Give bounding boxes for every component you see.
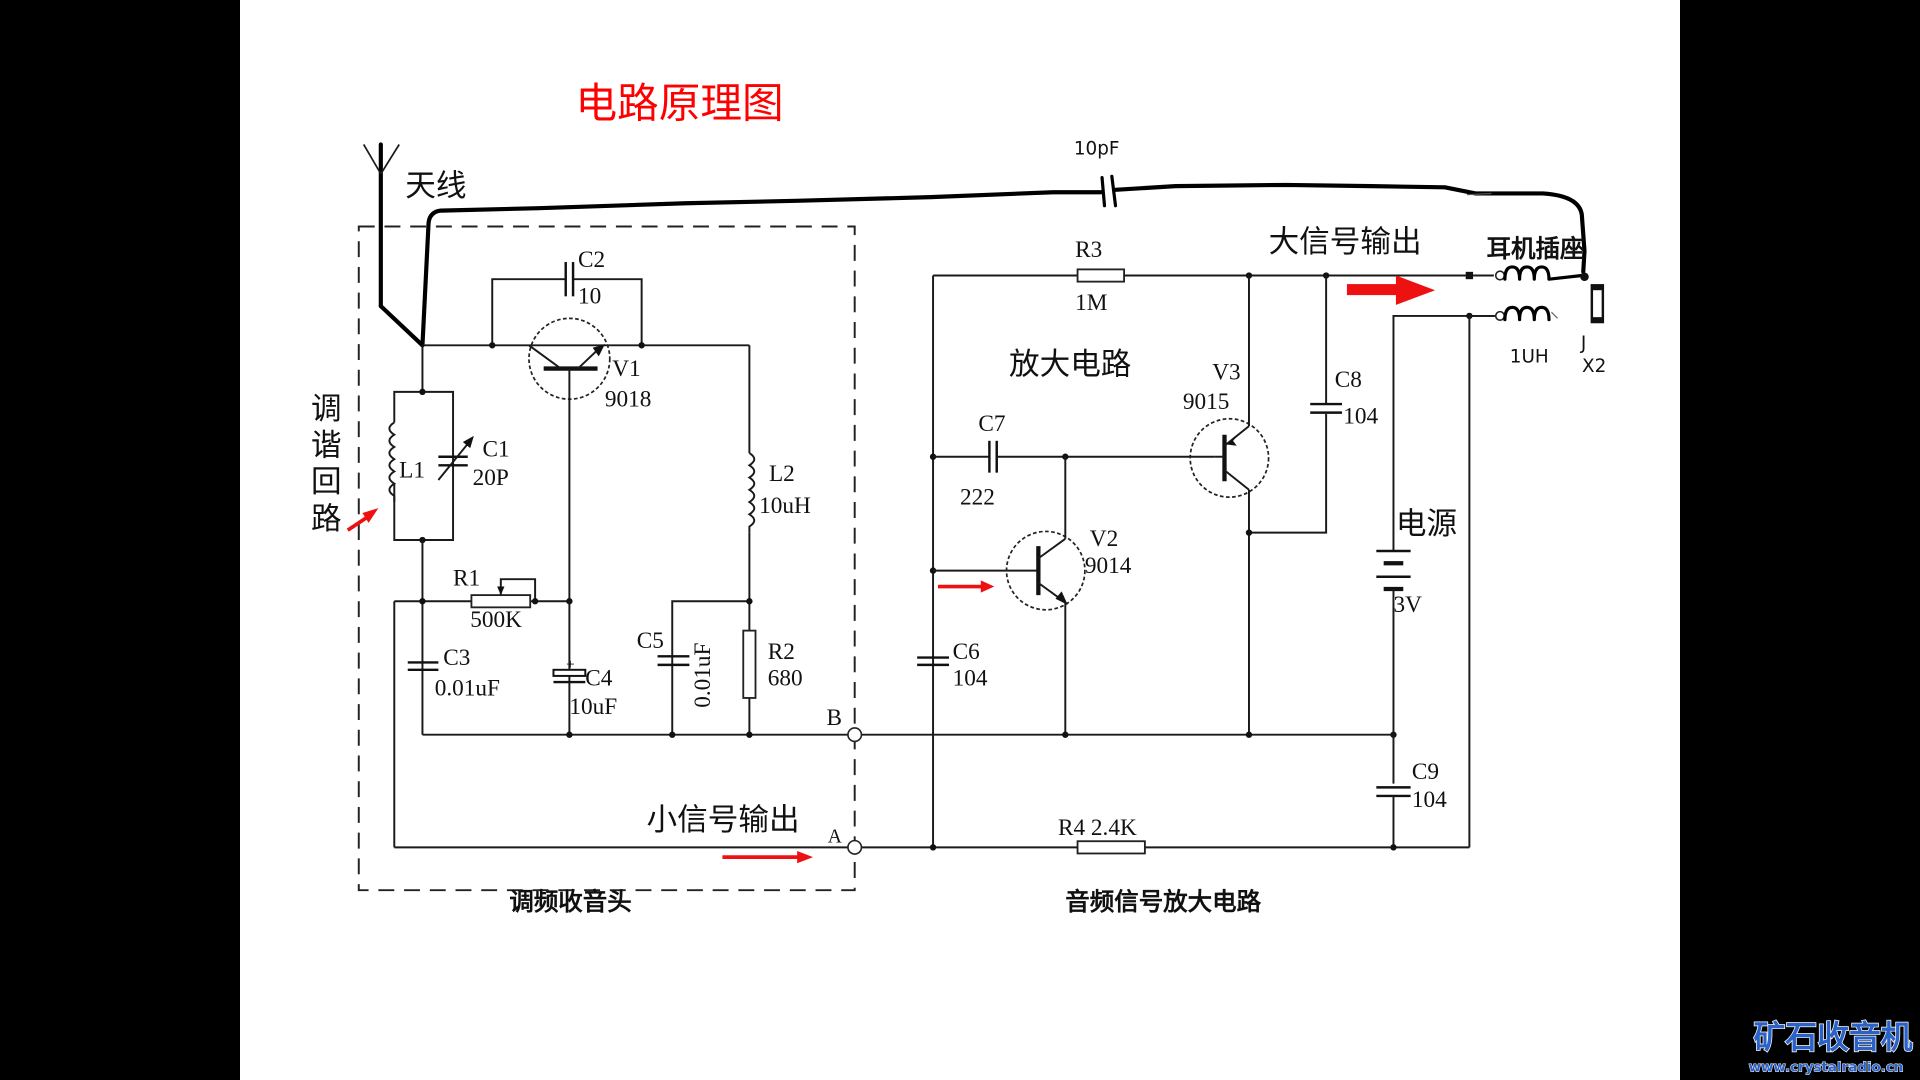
small-signal-arrow [722,851,814,864]
c2-name: C2 [578,247,605,273]
jack-ref: X2 [1582,356,1606,377]
terminal-a-label: A [828,826,842,847]
jack-node [1465,271,1474,280]
terminal-b-label: B [827,705,843,731]
potentiometer-r1 [470,578,537,609]
tuning-loop-char-1: 调 [311,392,342,427]
inductor-bottom-tail [1550,311,1558,319]
svg-text:+: + [566,657,575,670]
c2-wire-right [573,278,643,346]
inductor-bottom-icon [1503,305,1551,322]
r1-value: 500K [470,607,522,633]
c5-wire [671,600,750,735]
capacitor-c4: + [552,657,587,684]
r2-value: 680 [768,666,803,692]
c5-value: 0.01uF [690,642,716,707]
r3-value: 1M [1075,290,1107,316]
amp-circuit-label: 放大电路 [1009,348,1131,383]
tuning-loop-char-4: 路 [311,502,342,537]
c6-value: 104 [953,666,988,692]
v2-value: 9014 [1085,553,1132,579]
jack-terminal-top [1494,270,1506,281]
c2-value: 10 [578,284,601,310]
v3-name: V3 [1212,360,1240,386]
capacitor-c5 [657,655,690,667]
antenna-icon [362,142,425,348]
capacitor-c3 [407,661,439,672]
tuning-loop-char-2: 谐 [311,429,342,464]
c8-name: C8 [1335,367,1362,393]
stray-mark [1466,192,1492,196]
terminal-a [847,839,863,855]
feedback-capacitor [1100,174,1118,208]
transistor-v2 [1005,530,1086,611]
feedback-capacitor-value: 10pF [1074,138,1120,159]
tuning-loop-arrow [346,508,379,532]
jack-terminal-bottom [1494,310,1506,321]
c4-value: 10uF [569,694,617,720]
terminal-b [847,727,863,743]
c3-value: 0.01uF [435,676,500,702]
v2-name: V2 [1090,526,1118,552]
capacitor-c6 [917,656,949,667]
watermark-url: www.crystalradio.cn [1749,1060,1904,1075]
transistor-v1 [528,317,611,602]
headphone-jack-label: 耳机插座 [1487,234,1585,263]
tuner-section-label: 调频收音头 [509,887,631,916]
amplifier-section-label: 音频信号放大电路 [1065,887,1261,916]
c3-name: C3 [443,645,470,671]
c1-value: 20P [473,465,509,491]
resistor-r4 [1076,840,1146,855]
transistor-v3 [1189,417,1270,498]
c6-name: C6 [953,639,980,665]
large-signal-output-label: 大信号输出 [1269,225,1422,260]
v3-value: 9015 [1183,389,1229,415]
inductor-l2 [747,452,756,533]
headphone-jack-icon [1590,284,1605,324]
r4-label: R4 2.4K [1058,815,1137,841]
antenna-label: 天线 [405,169,466,204]
r1-name: R1 [453,565,480,591]
c4-name: C4 [585,666,613,692]
watermark-logo-text: 矿石收音机 [1753,1018,1912,1056]
resistor-r3 [1076,268,1125,283]
c5-name: C5 [637,628,664,654]
power-rail-top [1392,314,1494,552]
capacitor-c8 [1310,402,1343,414]
large-signal-arrow [1346,275,1436,305]
small-signal-output-label: 小信号输出 [647,803,800,838]
c7-value: 222 [960,484,995,510]
feedback-wire [420,182,1587,348]
slide-canvas [240,0,1680,1080]
c7-name: C7 [978,411,1005,437]
c8-value: 104 [1343,404,1378,430]
v2-input-arrow [937,580,995,593]
c9-name: C9 [1412,759,1439,785]
inductor-top-icon [1503,265,1584,281]
jack-name: J [1580,333,1586,354]
v1-name: V1 [612,356,640,382]
l2-value: 10uH [759,493,811,519]
capacitor-c2 [564,262,575,297]
battery-voltage: 3V [1393,592,1422,618]
variable-capacitor-c1 [437,435,474,481]
inductor-l1 [388,421,397,503]
tuner-section-box [357,225,856,892]
jack-solder-node [1580,272,1589,282]
c9-value: 104 [1412,787,1447,813]
c8-bottom-wire [1248,413,1328,534]
c2-wire-left [491,278,566,346]
r2-name: R2 [768,639,795,665]
tuning-loop-char-3: 回 [311,465,342,500]
l1-name: L1 [399,458,425,484]
c1-name: C1 [482,437,509,463]
inductor-value: 1UH [1510,346,1549,367]
power-label: 电源 [1396,507,1457,542]
page-title: 电路原理图 [576,79,784,128]
r3-name: R3 [1075,237,1102,263]
l2-name: L2 [769,461,795,487]
resistor-r2 [742,629,757,699]
v1-value: 9018 [605,387,652,413]
